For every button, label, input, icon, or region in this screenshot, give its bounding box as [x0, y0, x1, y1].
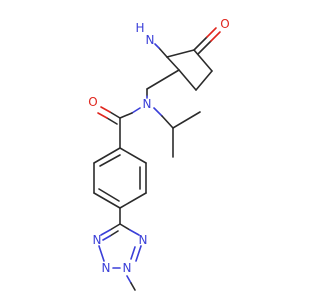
carbon-bonds — [93, 49, 213, 225]
bond-tz-n3-n4 — [135, 245, 142, 262]
bond-namide-co-blue — [131, 107, 141, 114]
bond-co-o-dark-a — [109, 111, 121, 119]
bond-co-o-red-a — [100, 106, 111, 113]
bond-tz-c-n4-blue — [129, 229, 140, 236]
bond-co-o-red-b — [97, 112, 108, 119]
bond-c5-o-dark-a — [193, 36, 208, 51]
bond-c4-c3 — [193, 49, 213, 72]
atom-label-tetrazole-n4: N — [139, 233, 148, 247]
heteroatom-bonds — [97, 27, 221, 291]
bond-c3-c2 — [195, 70, 213, 91]
atom-label-ring-h: H — [135, 21, 144, 35]
bond-ar-4-5-inner — [98, 188, 120, 202]
bond-c2-c1 — [178, 69, 197, 91]
bond-co-o-dark-b — [106, 117, 118, 125]
bond-ipr-ch-me1 — [172, 111, 201, 129]
bond-c4-n-blue — [154, 43, 160, 49]
bond-tz-c-n1-inner-blue — [102, 235, 111, 241]
bond-namide-ipr-dark — [161, 115, 174, 129]
atom-label-tetrazole-n1: N — [93, 233, 102, 247]
atom-label-amide-n: N — [143, 97, 152, 111]
molecule-structure: H N O O N N N N N — [88, 17, 230, 291]
bond-tz-n3-n4-inner — [130, 246, 136, 260]
atom-label-amide-o: O — [88, 95, 97, 109]
bond-ar-4-5 — [93, 192, 121, 209]
bond-ar-3-4 — [119, 192, 147, 209]
bond-tz-c-n1-inner-dark — [109, 230, 119, 237]
atom-label-tetrazole-n3: N — [123, 261, 132, 275]
bond-c4-n-dark — [158, 47, 168, 58]
atom-label-lactam-o: O — [220, 17, 229, 31]
bond-c5-c4 — [166, 49, 195, 58]
bond-tz-c-n4-dark — [119, 223, 131, 231]
bond-c1-n-dark — [166, 56, 180, 71]
bond-namide-ipr-blue — [153, 107, 163, 117]
bond-c5-o-dark-b — [197, 40, 212, 55]
bond-ar-6-1-inner — [99, 154, 121, 167]
bond-c2-ch2 — [146, 69, 180, 90]
bond-c5-o-red-b — [210, 31, 221, 42]
bond-c5-o-red-a — [206, 27, 217, 38]
atom-label-tetrazole-n2: N — [102, 261, 111, 275]
bond-tz-n2-me-dark — [130, 282, 136, 291]
bond-tz-n2-me-blue — [126, 275, 132, 284]
bond-ar-6-1 — [93, 147, 121, 164]
bond-tz-n1-n2 — [98, 245, 105, 262]
bond-ar-1-2 — [119, 147, 147, 164]
atom-labels: H N O O N N N N N — [88, 17, 229, 275]
atom-label-ring-n: N — [146, 33, 155, 47]
bond-tz-c-n1-dark — [109, 223, 121, 231]
bond-namide-co-dark — [119, 112, 133, 119]
molecule-canvas: H N O O N N N N N — [88, 17, 230, 291]
bond-tz-c-n1-blue — [100, 229, 111, 236]
